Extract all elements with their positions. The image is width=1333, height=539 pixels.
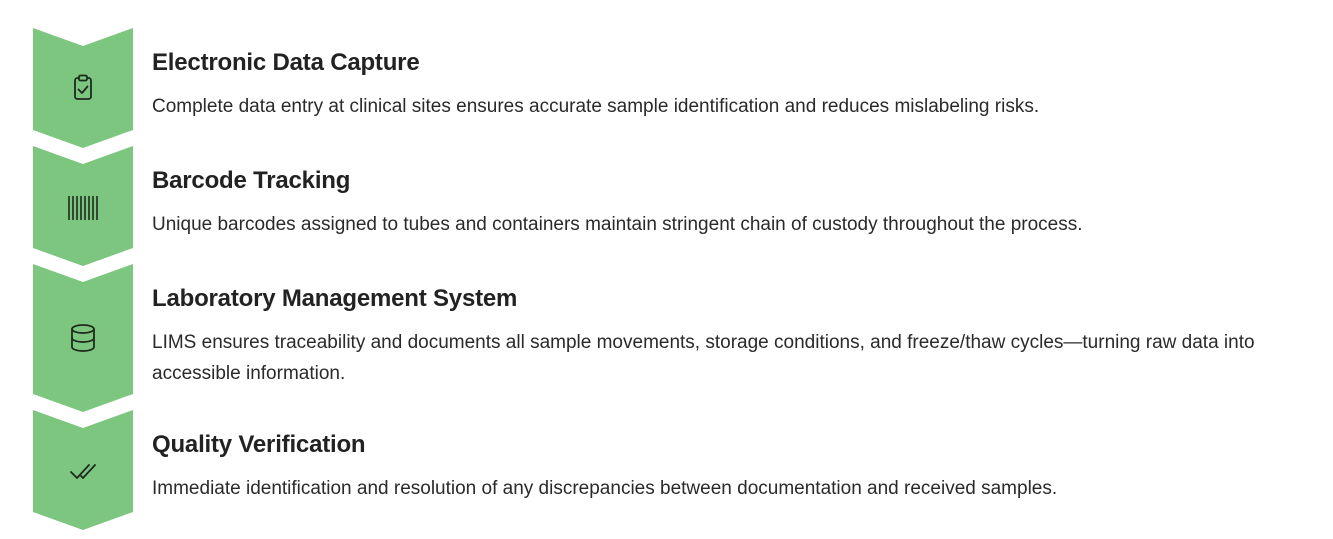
process-step-1: Electronic Data Capture Complete data en… <box>0 28 1333 148</box>
checkmark-icon <box>70 464 96 479</box>
step-title: Barcode Tracking <box>152 167 351 194</box>
step-title: Quality Verification <box>152 431 366 458</box>
step-title: Laboratory Management System <box>152 285 518 312</box>
process-step-4: Quality Verification Immediate identific… <box>0 410 1333 530</box>
step-title: Electronic Data Capture <box>152 49 420 76</box>
step-description: LIMS ensures traceability and documents … <box>152 332 1255 384</box>
database-icon <box>71 324 95 352</box>
barcode-icon <box>68 196 98 220</box>
clipboard-check-icon <box>74 74 92 100</box>
step-description: Unique barcodes assigned to tubes and co… <box>152 214 1083 235</box>
process-step-3: Laboratory Management System LIMS ensure… <box>0 264 1333 412</box>
step-description: Immediate identification and resolution … <box>152 478 1058 499</box>
step-description: Complete data entry at clinical sites en… <box>152 96 1040 117</box>
process-step-2: Barcode Tracking Unique barcodes assigne… <box>0 146 1333 266</box>
